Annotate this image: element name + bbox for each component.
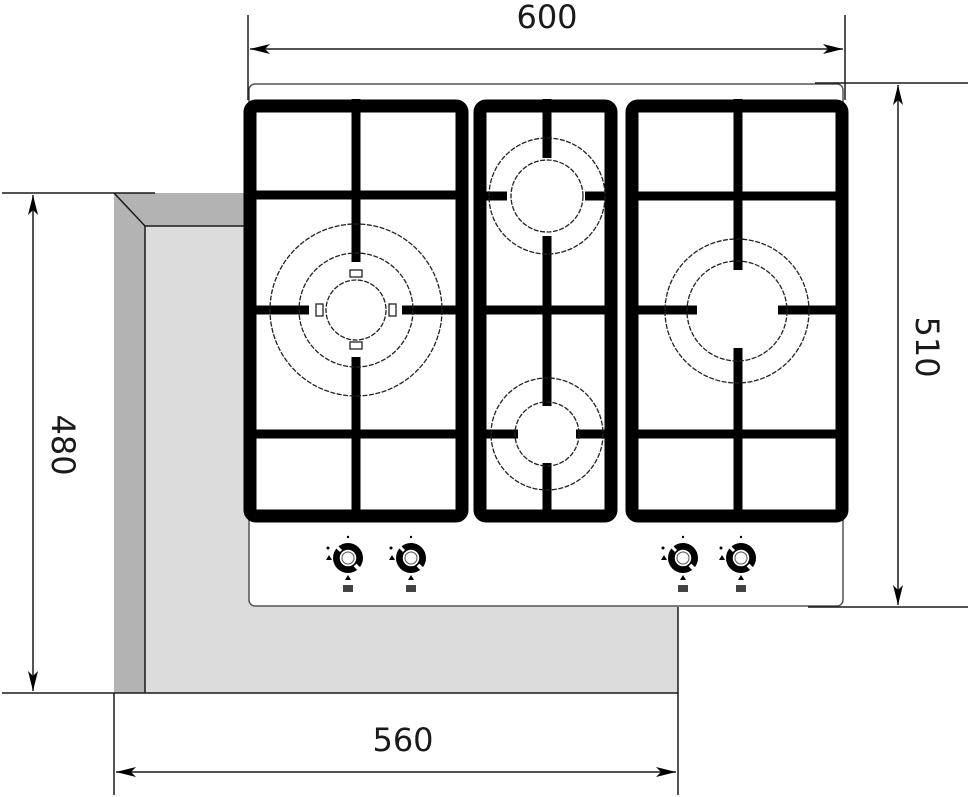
burner-left-wok — [269, 223, 443, 397]
cutout-depth-label: 480 — [44, 414, 82, 475]
control-knobs — [326, 535, 757, 592]
grate-left — [243, 99, 469, 523]
grate-right — [625, 99, 849, 523]
knob-3 — [661, 535, 699, 592]
knob-2 — [389, 535, 427, 592]
knob-1 — [326, 535, 364, 592]
dimension-hob-width — [247, 15, 846, 100]
burner-center-top — [488, 137, 606, 255]
burner-center-bottom — [490, 377, 604, 491]
dimension-cutout-width — [113, 693, 679, 795]
hob-depth-label: 510 — [908, 316, 946, 377]
dimension-hob-depth — [808, 82, 968, 608]
cutout-width-label: 560 — [372, 721, 433, 759]
hob-width-label: 600 — [516, 0, 577, 36]
knob-4 — [719, 535, 757, 592]
burner-right-rapid — [664, 238, 810, 384]
